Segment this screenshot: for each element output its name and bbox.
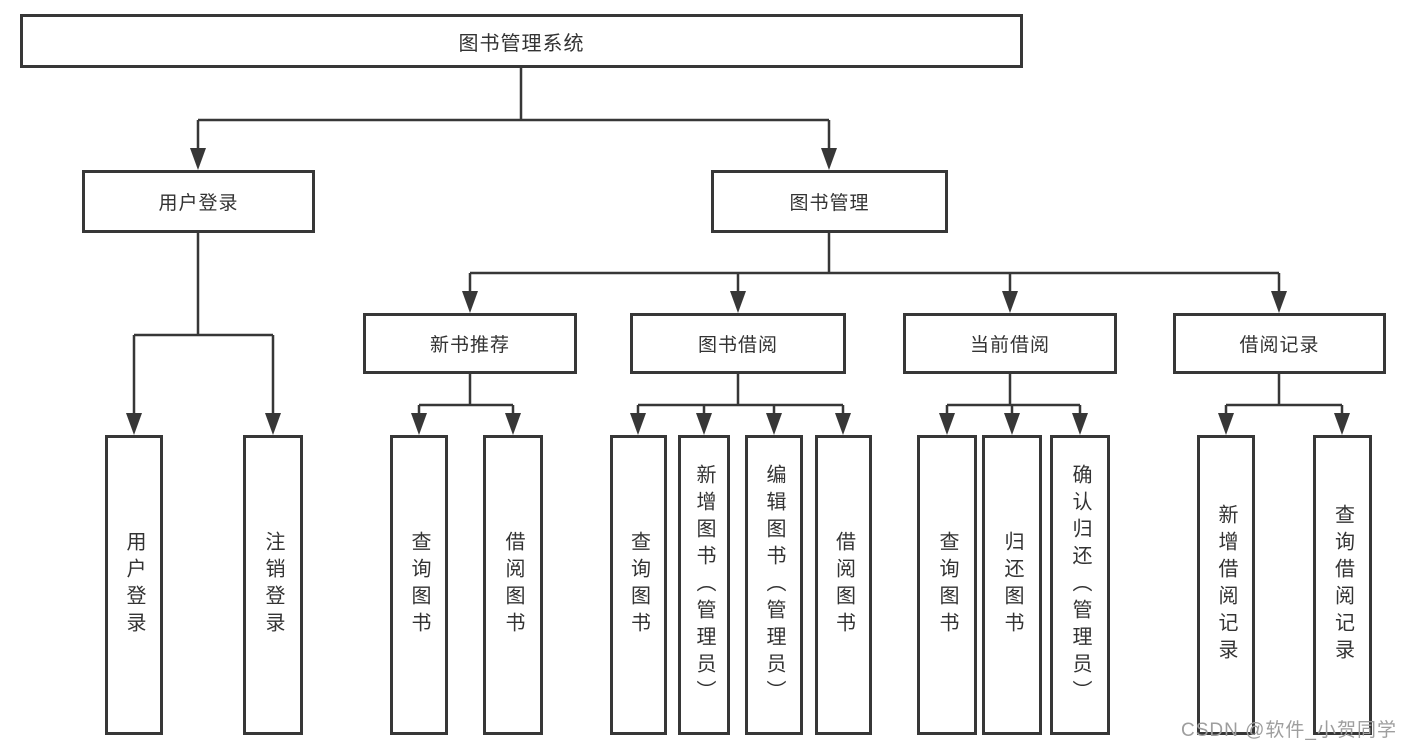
node-label: 查询图书: [408, 531, 430, 639]
node-label: 确认归还（管理员）: [1069, 463, 1091, 707]
node-label: 借阅图书: [832, 531, 855, 639]
connector-current-borrow-to-leaves: [939, 374, 1088, 435]
node-label: 用户登录: [158, 193, 239, 214]
node-label: 注销登录: [262, 531, 284, 639]
leaf-edit-books-admin: 编辑图书（管理员）: [745, 435, 803, 735]
leaf-user-login: 用户登录: [105, 435, 163, 735]
leaf-return-books: 归还图书: [982, 435, 1042, 735]
node-user-login: 用户登录: [82, 170, 315, 233]
node-system-root: 图书管理系统: [20, 14, 1023, 68]
node-label: 查询图书: [936, 531, 958, 639]
node-label: 图书借阅: [697, 335, 778, 356]
connector-book-management-to-level3: [462, 233, 1287, 313]
leaf-query-books-borrow: 查询图书: [610, 435, 667, 735]
connector-book-borrow-to-leaves: [630, 374, 851, 435]
leaf-borrow-books-recommend: 借阅图书: [483, 435, 543, 735]
leaf-query-borrow-record: 查询借阅记录: [1313, 435, 1372, 735]
leaf-query-books-recommend: 查询图书: [390, 435, 448, 735]
node-label: 新增图书（管理员）: [693, 463, 715, 707]
node-label: 用户登录: [123, 531, 145, 639]
node-label: 当前借阅: [969, 335, 1050, 356]
connector-user-login-to-leaves: [126, 233, 281, 435]
connector-new-book-recommend-to-leaves: [411, 374, 521, 435]
node-borrow-records: 借阅记录: [1173, 313, 1386, 374]
node-book-management: 图书管理: [711, 170, 948, 233]
csdn-watermark: CSDN @软件_小贺同学: [1181, 720, 1397, 741]
node-label: 编辑图书（管理员）: [763, 463, 785, 707]
node-label: 借阅图书: [502, 531, 524, 639]
leaf-borrow-books: 借阅图书: [815, 435, 872, 735]
node-label: 新增借阅记录: [1215, 504, 1237, 666]
node-current-borrow: 当前借阅: [903, 313, 1117, 374]
leaf-logout: 注销登录: [243, 435, 303, 735]
node-label: 查询图书: [627, 531, 650, 639]
node-label: 图书管理系统: [458, 32, 585, 55]
connector-root-to-level2: [190, 68, 837, 170]
node-book-borrow: 图书借阅: [630, 313, 846, 374]
leaf-confirm-return-admin: 确认归还（管理员）: [1050, 435, 1110, 735]
node-new-book-recommend: 新书推荐: [363, 313, 577, 374]
leaf-query-books-current: 查询图书: [917, 435, 977, 735]
node-label: 新书推荐: [429, 335, 510, 356]
node-label: 借阅记录: [1239, 335, 1320, 356]
leaf-add-books-admin: 新增图书（管理员）: [678, 435, 730, 735]
node-label: 图书管理: [789, 193, 870, 214]
connector-borrow-records-to-leaves: [1218, 374, 1350, 435]
node-label: 查询借阅记录: [1331, 504, 1354, 666]
leaf-add-borrow-record: 新增借阅记录: [1197, 435, 1255, 735]
node-label: 归还图书: [1001, 531, 1023, 639]
